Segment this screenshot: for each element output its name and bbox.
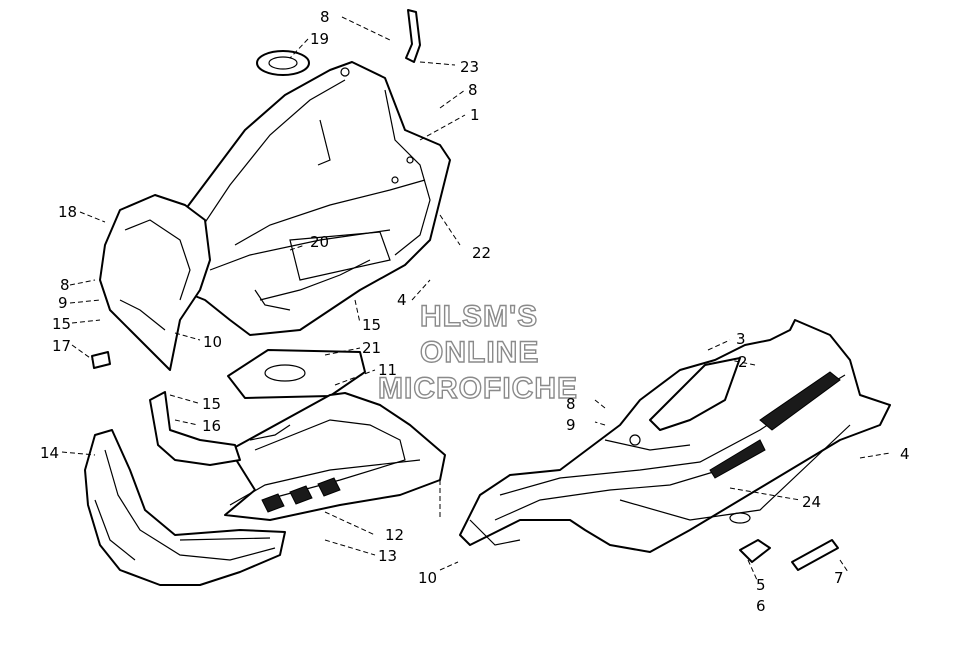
callout-18: 18 <box>58 203 77 221</box>
callout-20: 20 <box>310 233 329 251</box>
watermark-line-3: MICROFICHE <box>378 372 578 405</box>
callout-4: 4 <box>397 291 407 309</box>
callout-15: 15 <box>52 315 71 333</box>
callout-9: 9 <box>58 294 68 312</box>
callout-21: 21 <box>362 339 381 357</box>
leader-lines <box>61 16 891 581</box>
watermark-line-1: HLSM'S <box>420 300 538 333</box>
callout-19: 19 <box>310 30 329 48</box>
callout-17: 17 <box>52 337 71 355</box>
callout-15: 15 <box>362 316 381 334</box>
reflector-5 <box>739 539 771 563</box>
belly-pan-11 <box>224 392 446 521</box>
plate-7 <box>791 539 839 571</box>
callout-8: 8 <box>60 276 70 294</box>
right-side-body <box>459 319 891 553</box>
callout-4: 4 <box>900 445 910 463</box>
callout-24: 24 <box>802 493 821 511</box>
callout-15: 15 <box>202 395 221 413</box>
watermark-line-2: ONLINE <box>420 336 539 369</box>
callout-12: 12 <box>385 526 404 544</box>
callout-6: 6 <box>756 597 766 615</box>
callout-8: 8 <box>566 395 576 413</box>
watermark: HLSM'S ONLINE MICROFICHE <box>377 299 578 405</box>
callout-13: 13 <box>378 547 397 565</box>
callout-23: 23 <box>460 58 479 76</box>
callout-7: 7 <box>834 569 844 587</box>
nose-cone-14 <box>84 429 286 586</box>
callout-16: 16 <box>202 417 221 435</box>
callout-numbers: 8 19 23 8 1 18 20 22 8 4 9 15 15 10 17 2… <box>40 8 910 615</box>
callout-3: 3 <box>736 330 746 348</box>
callout-2: 2 <box>738 353 748 371</box>
bracket-16 <box>149 391 241 466</box>
callout-22: 22 <box>472 244 491 262</box>
left-side-panel <box>91 194 211 371</box>
callout-9: 9 <box>566 416 576 434</box>
callout-14: 14 <box>40 444 59 462</box>
callout-1: 1 <box>470 106 480 124</box>
callout-8: 8 <box>320 8 330 26</box>
bracket-23 <box>405 9 421 63</box>
upper-body-panel <box>149 61 451 336</box>
callout-5: 5 <box>756 576 766 594</box>
callout-10: 10 <box>418 569 437 587</box>
floor-plate-21 <box>227 349 366 399</box>
callout-8: 8 <box>468 81 478 99</box>
grommet-19 <box>256 50 310 76</box>
callout-11: 11 <box>378 361 397 379</box>
callout-10: 10 <box>203 333 222 351</box>
